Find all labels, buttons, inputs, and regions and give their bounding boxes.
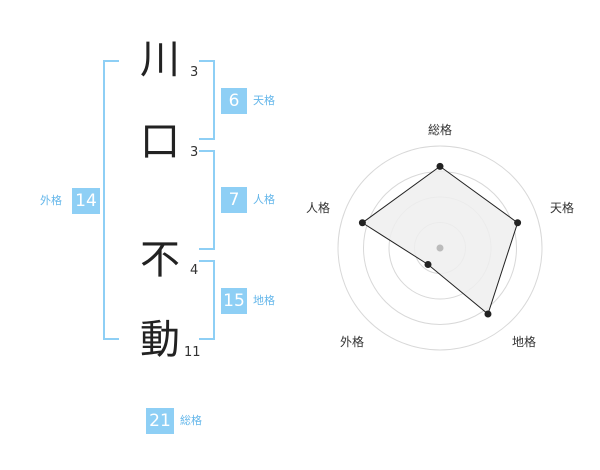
stroke-count-1: 3 xyxy=(190,65,199,80)
radar-point xyxy=(424,261,432,269)
stroke-count-4: 11 xyxy=(184,345,201,360)
radar-axis-label-tenkaku: 天格 xyxy=(550,200,574,215)
gaikaku-value: 14 xyxy=(72,188,100,214)
jinkaku-bracket xyxy=(199,150,215,250)
radar-center-dot xyxy=(436,244,444,252)
tenkaku-value: 6 xyxy=(221,88,247,114)
jinkaku-value: 7 xyxy=(221,187,247,213)
stroke-count-3: 4 xyxy=(190,263,199,278)
name-char-2: 口 xyxy=(140,119,180,165)
name-char-3: 不 xyxy=(140,237,180,283)
radar-axis-label-soukaku: 総格 xyxy=(428,122,452,137)
radar-point xyxy=(436,162,444,170)
radar-polygon xyxy=(361,165,519,315)
radar-axis-label-chikaku: 地格 xyxy=(512,334,536,349)
gaikaku-label: 外格 xyxy=(40,194,62,207)
name-char-4: 動 xyxy=(140,317,180,363)
radar-axis-label-gaikaku: 外格 xyxy=(340,334,364,349)
radar-chart: 総格 天格 地格 外格 人格 xyxy=(306,122,574,351)
chikaku-label: 地格 xyxy=(253,294,275,307)
tenkaku-label: 天格 xyxy=(253,94,275,107)
soukaku-label: 総格 xyxy=(180,414,202,427)
gaikaku-bracket xyxy=(103,60,119,340)
stroke-count-2: 3 xyxy=(190,145,199,160)
name-char-1: 川 xyxy=(140,37,180,83)
radar-axis-label-jinkaku: 人格 xyxy=(306,200,330,215)
radar-ring xyxy=(337,145,543,351)
soukaku-value: 21 xyxy=(146,408,174,434)
chikaku-bracket xyxy=(199,260,215,340)
radar-point xyxy=(484,310,492,318)
radar-point xyxy=(514,219,522,227)
jinkaku-label: 人格 xyxy=(253,193,275,206)
tenkaku-bracket xyxy=(199,60,215,140)
chikaku-value: 15 xyxy=(221,288,247,314)
radar-point xyxy=(358,219,366,227)
